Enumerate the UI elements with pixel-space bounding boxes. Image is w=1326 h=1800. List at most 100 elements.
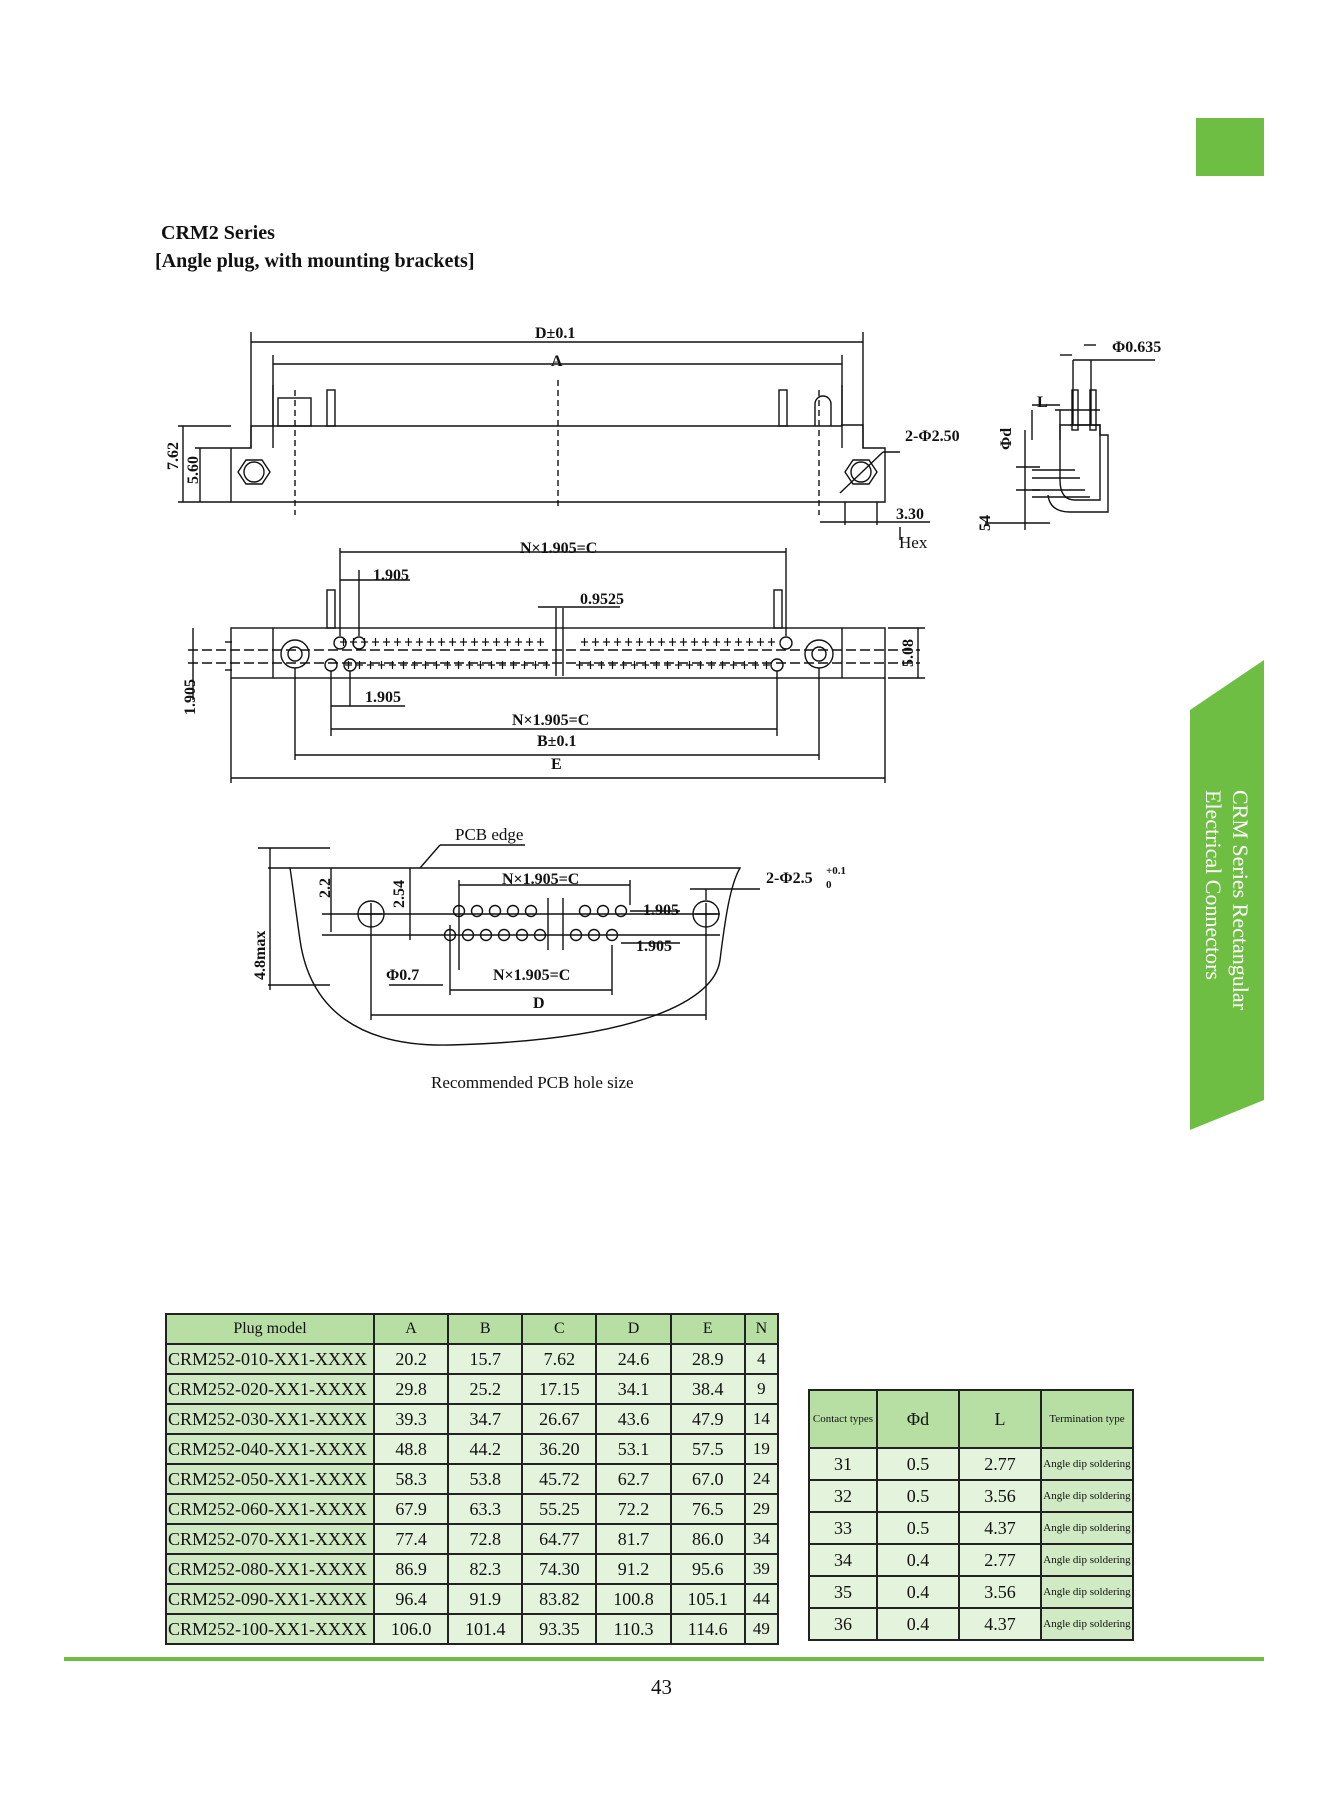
header-plug-model: Plug model <box>165 1313 375 1345</box>
table-cell: 53.1 <box>595 1433 672 1465</box>
pcb-c-bottom: N×1.905=C <box>493 967 570 984</box>
table-cell: 95.6 <box>669 1553 746 1585</box>
page-number: 43 <box>651 1675 672 1699</box>
table-cell: 0.4 <box>876 1543 960 1577</box>
table-cell: Angle dip soldering <box>1040 1447 1134 1481</box>
header-termination-type: Termination type <box>1040 1389 1134 1449</box>
table-cell: 0.5 <box>876 1447 960 1481</box>
table-cell: Angle dip soldering <box>1040 1607 1134 1641</box>
table-cell: CRM252-100-XX1-XXXX <box>165 1613 375 1645</box>
series-title: CRM2 Series <box>161 222 275 244</box>
pcb-phi07: Φ0.7 <box>386 967 419 984</box>
header-contact-types: Contact types <box>808 1389 878 1449</box>
side-banner <box>1190 660 1264 1130</box>
table-cell: CRM252-060-XX1-XXXX <box>165 1493 375 1525</box>
table-cell: 110.3 <box>595 1613 672 1645</box>
header-d: D <box>595 1313 672 1345</box>
table-cell: 0.4 <box>876 1575 960 1609</box>
table-cell: 34 <box>743 1523 780 1555</box>
table-cell: 35 <box>808 1575 878 1609</box>
table-cell: 86.0 <box>669 1523 746 1555</box>
header-c: C <box>521 1313 598 1345</box>
table-cell: 25.2 <box>447 1373 524 1405</box>
pcb-48max: 4.8max <box>252 931 269 980</box>
table-cell: 20.2 <box>372 1343 450 1375</box>
hex-label: Hex <box>899 533 928 552</box>
table-cell: 64.77 <box>521 1523 598 1555</box>
pcb-caption: Recommended PCB hole size <box>431 1073 634 1092</box>
dim-1905-side: 1.905 <box>182 679 199 715</box>
table-cell: 83.82 <box>521 1583 598 1615</box>
table-cell: 4.37 <box>958 1607 1042 1641</box>
table-cell: 101.4 <box>447 1613 524 1645</box>
table-cell: 31 <box>808 1447 878 1481</box>
contact-table-header: Contact types Φd L Termination type <box>808 1389 1134 1449</box>
table-cell: 29.8 <box>372 1373 450 1405</box>
plug-table-header: Plug model A B C D E N <box>165 1313 780 1345</box>
pitch-c-top: N×1.905=C <box>520 540 597 557</box>
table-cell: 91.2 <box>595 1553 672 1585</box>
table-cell: 49 <box>743 1613 780 1645</box>
side-phid: Φd <box>998 428 1015 450</box>
dim-mount-holes: 2-Φ2.50 <box>905 428 960 445</box>
table-cell: CRM252-020-XX1-XXXX <box>165 1373 375 1405</box>
table-cell: 24.6 <box>595 1343 672 1375</box>
table-cell: 114.6 <box>669 1613 746 1645</box>
table-cell: 14 <box>743 1403 780 1435</box>
table-cell: 63.3 <box>447 1493 524 1525</box>
plug-model-table: Plug model A B C D E N CRM252-010-XX1-XX… <box>165 1313 780 1645</box>
pitch-1905-a: 1.905 <box>373 567 409 584</box>
header-n: N <box>743 1313 780 1345</box>
table-cell: 72.2 <box>595 1493 672 1525</box>
header-b: B <box>447 1313 524 1345</box>
table-cell: 4.37 <box>958 1511 1042 1545</box>
table-cell: CRM252-030-XX1-XXXX <box>165 1403 375 1435</box>
pcb-254: 2.54 <box>391 880 408 908</box>
pitch-1905-b: 1.905 <box>365 689 401 706</box>
table-cell: 32 <box>808 1479 878 1513</box>
table-cell: 34.7 <box>447 1403 524 1435</box>
table-cell: 44.2 <box>447 1433 524 1465</box>
dim-e: E <box>551 756 562 773</box>
dim-762: 7.62 <box>165 442 182 470</box>
table-cell: 91.9 <box>447 1583 524 1615</box>
table-cell: 67.9 <box>372 1493 450 1525</box>
pcb-c-top: N×1.905=C <box>502 871 579 888</box>
table-cell: 0.5 <box>876 1479 960 1513</box>
table-cell: 53.8 <box>447 1463 524 1495</box>
table-cell: 19 <box>743 1433 780 1465</box>
table-cell: 9 <box>743 1373 780 1405</box>
table-cell: 55.25 <box>521 1493 598 1525</box>
pcb-22: 2.2 <box>317 878 334 898</box>
table-cell: 4 <box>743 1343 780 1375</box>
table-cell: 44 <box>743 1583 780 1615</box>
side-54: 54 <box>977 515 994 531</box>
table-cell: 28.9 <box>669 1343 746 1375</box>
table-cell: 48.8 <box>372 1433 450 1465</box>
table-cell: Angle dip soldering <box>1040 1479 1134 1513</box>
table-cell: 36.20 <box>521 1433 598 1465</box>
table-cell: 96.4 <box>372 1583 450 1615</box>
table-cell: 47.9 <box>669 1403 746 1435</box>
table-cell: CRM252-080-XX1-XXXX <box>165 1553 375 1585</box>
pcb-edge-label: PCB edge <box>455 825 523 844</box>
dim-560: 5.60 <box>185 456 202 484</box>
table-cell: 58.3 <box>372 1463 450 1495</box>
table-cell: 33 <box>808 1511 878 1545</box>
table-cell: 39.3 <box>372 1403 450 1435</box>
table-cell: 34 <box>808 1543 878 1577</box>
corner-tab <box>1196 118 1264 176</box>
table-cell: 93.35 <box>521 1613 598 1645</box>
